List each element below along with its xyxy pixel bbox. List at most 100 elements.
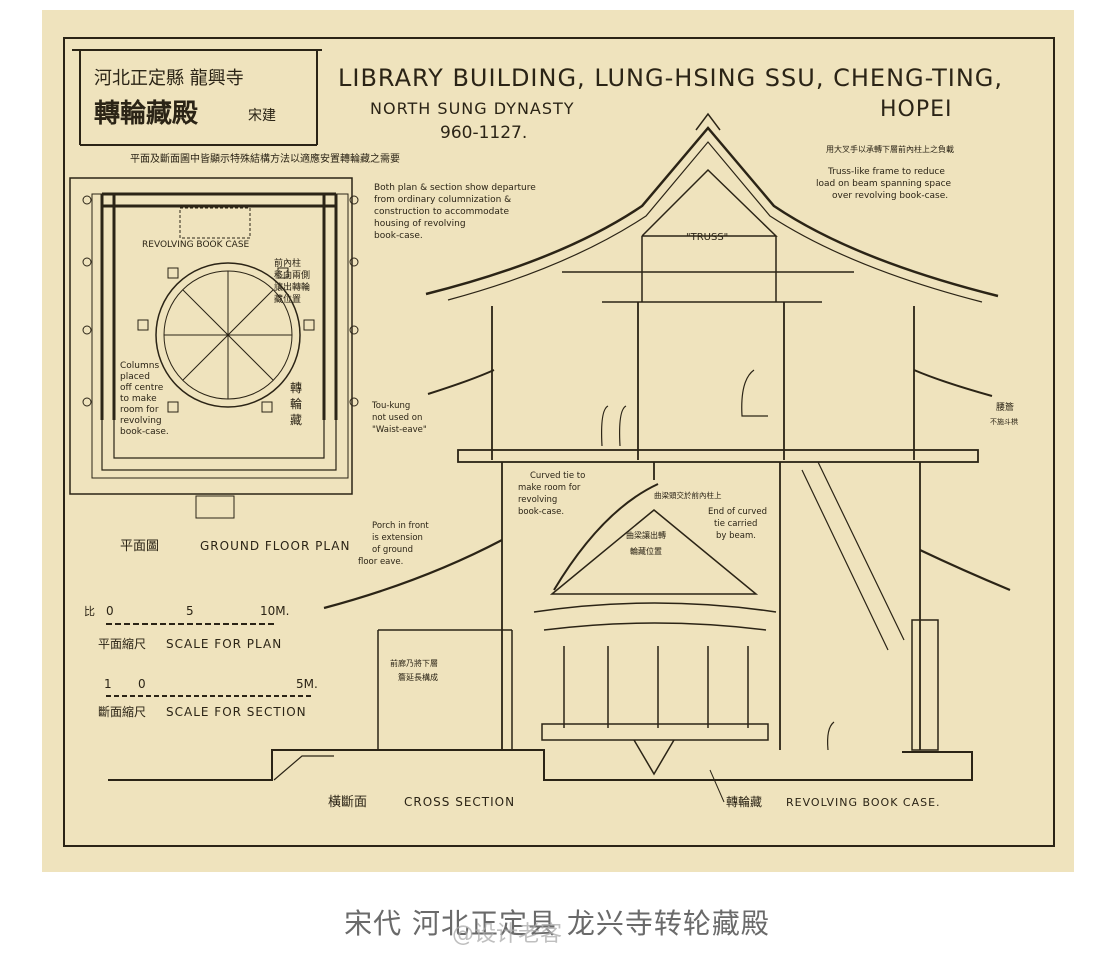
plan-platform xyxy=(69,177,353,495)
plan-outer-columns xyxy=(82,195,359,407)
drawing-border xyxy=(63,37,1055,847)
note-cn-front-1: 前內柱 xyxy=(274,257,301,269)
svg-text:by beam.: by beam. xyxy=(716,531,756,541)
front-steps xyxy=(273,755,334,781)
plan-columns xyxy=(137,267,315,413)
watermark: @设计老客 xyxy=(452,922,563,947)
figure-lower xyxy=(827,721,835,751)
note-columns: Columns placed off centre to make room f… xyxy=(120,361,169,437)
curved-tie xyxy=(553,483,659,591)
architectural-drawing: 河北正定縣 龍興寺 轉輪藏殿 宋建 LIBRARY BUILDING, LUNG… xyxy=(63,37,1055,847)
svg-text:Porch in front: Porch in front xyxy=(372,521,429,531)
svg-text:Truss-like frame to reduce: Truss-like frame to reduce xyxy=(827,167,945,177)
label-truss: "TRUSS" xyxy=(686,232,728,243)
note-cn-truss: 用大叉手以承轉下層前內柱上之負載 xyxy=(826,144,954,154)
svg-text:load on beam spanning space: load on beam spanning space xyxy=(816,179,952,189)
svg-text:book-case.: book-case. xyxy=(518,507,564,517)
scale-section-tick-0: 0 xyxy=(138,677,146,691)
scale-plan-tick-10: 10M. xyxy=(260,604,289,618)
note-cn-case-1: 曲梁讓出轉 xyxy=(626,530,666,540)
label-cn-zhuan-1: 轉 xyxy=(290,381,302,395)
ground-floor-plan: REVOLVING BOOK CASE 前內柱 移向兩側 讓出轉輪 藏位置 Co… xyxy=(69,177,359,554)
truss xyxy=(562,168,854,273)
revolving-case-plan xyxy=(155,262,301,408)
stair-pier xyxy=(911,619,939,751)
note-cn-case-2: 輪藏位置 xyxy=(630,546,662,556)
note-cn-front-4: 藏位置 xyxy=(274,293,301,305)
note-curved-tie: Curved tie to make room for revolving bo… xyxy=(518,471,585,517)
image-caption: 宋代 河北正定县 龙兴寺转轮藏殿 xyxy=(344,907,770,940)
note-porch: Porch in front is extension of ground fl… xyxy=(358,521,429,567)
roof-ridge-ornament xyxy=(695,112,721,131)
plan-front-steps xyxy=(195,495,235,519)
svg-text:tie carried: tie carried xyxy=(714,519,757,529)
ground-line xyxy=(108,749,973,781)
label-cn-case: 轉輪藏 xyxy=(726,794,762,809)
buddha-statue xyxy=(741,369,768,417)
title-cn-line2: 轉輪藏殿 xyxy=(94,98,198,129)
svg-text:is extension: is extension xyxy=(372,533,423,543)
note-cn-general: 平面及斷面圖中皆顯示特殊結構方法以適應安置轉輪藏之需要 xyxy=(130,152,400,165)
note-cn-porch-2: 簷延長構成 xyxy=(398,672,438,682)
note-end-tie: End of curved tie carried by beam. xyxy=(708,507,767,541)
plan-porch xyxy=(101,420,337,471)
plan-caption-cn: 平面圖 xyxy=(120,539,159,554)
label-cn-zhuan-2: 輪 xyxy=(290,396,302,411)
svg-text:floor eave.: floor eave. xyxy=(358,557,403,567)
svg-text:room for: room for xyxy=(120,405,159,415)
note-cn-eave-2: 不施斗栱 xyxy=(990,417,1018,426)
scale-section-tick-5: 5M. xyxy=(296,677,318,691)
svg-text:Curved tie to: Curved tie to xyxy=(530,471,585,481)
scale-section-en: SCALE FOR SECTION xyxy=(166,705,307,719)
revolving-case-posts xyxy=(563,646,749,728)
revolving-pivot xyxy=(633,739,675,776)
note-cn-front-2: 移向兩側 xyxy=(274,269,310,281)
svg-text:revolving: revolving xyxy=(518,495,557,505)
title-en-years: 960-1127. xyxy=(440,123,527,143)
svg-text:off centre: off centre xyxy=(120,383,164,393)
upper-columns xyxy=(491,302,915,460)
note-truss: Truss-like frame to reduce load on beam … xyxy=(816,167,952,201)
cross-section xyxy=(108,112,1011,781)
lower-eave xyxy=(323,539,1011,610)
note-cn-tie: 曲梁頭交於前內柱上 xyxy=(654,490,722,500)
title-cn-dynasty: 宋建 xyxy=(248,108,276,124)
plan-caption-en: GROUND FLOOR PLAN xyxy=(200,539,350,553)
svg-text:to make: to make xyxy=(120,394,157,404)
title-en-province: HOPEI xyxy=(880,97,953,122)
label-cn-zhuan-3: 藏 xyxy=(290,413,302,427)
lower-columns xyxy=(501,462,921,750)
section-caption-cn: 橫斷面 xyxy=(328,795,367,810)
note-cn-front-3: 讓出轉輪 xyxy=(274,281,310,293)
svg-text:Both plan & section show depar: Both plan & section show departure xyxy=(374,183,536,193)
svg-text:from ordinary columnization &: from ordinary columnization & xyxy=(374,195,511,205)
section-caption-en: CROSS SECTION xyxy=(404,795,515,809)
plan-walls xyxy=(100,192,338,420)
svg-text:placed: placed xyxy=(120,372,150,382)
scale-plan-tick-0: 0 xyxy=(106,604,114,618)
svg-text:Tou-kung: Tou-kung xyxy=(371,401,410,411)
svg-text:construction to accommodate: construction to accommodate xyxy=(374,207,509,217)
scale-plan-tick-5: 5 xyxy=(186,604,194,618)
svg-text:"Waist-eave": "Waist-eave" xyxy=(372,425,427,435)
note-cn-porch-1: 前廊乃將下層 xyxy=(390,658,438,668)
scale-plan-cn: 平面縮尺 xyxy=(98,636,146,651)
title-en-line1: LIBRARY BUILDING, LUNG-HSING SSU, CHENG-… xyxy=(338,64,1003,92)
svg-text:book-case.: book-case. xyxy=(374,231,423,241)
svg-text:book-case.: book-case. xyxy=(120,427,169,437)
waist-eave xyxy=(427,369,993,397)
svg-text:revolving: revolving xyxy=(120,416,162,426)
stair xyxy=(801,461,905,651)
revolving-case-base xyxy=(541,723,769,741)
scale-plan: 比 0 5 10M. 平面縮尺 SCALE FOR PLAN xyxy=(84,604,289,651)
scale-section-tick-1: 1 xyxy=(104,677,112,691)
svg-text:over revolving book-case.: over revolving book-case. xyxy=(832,191,948,201)
note-plan-section: Both plan & section show departure from … xyxy=(374,183,536,241)
scale-section: 1 0 5M. 斷面縮尺 SCALE FOR SECTION xyxy=(98,677,318,719)
svg-text:End of curved: End of curved xyxy=(708,507,767,517)
scale-plan-en: SCALE FOR PLAN xyxy=(166,637,282,651)
svg-text:housing of revolving: housing of revolving xyxy=(374,219,466,229)
scale-plan-prefix: 比 xyxy=(84,605,95,618)
title-cn-line1: 河北正定縣 龍興寺 xyxy=(94,68,244,89)
note-toukung: Tou-kung not used on "Waist-eave" xyxy=(371,401,427,435)
